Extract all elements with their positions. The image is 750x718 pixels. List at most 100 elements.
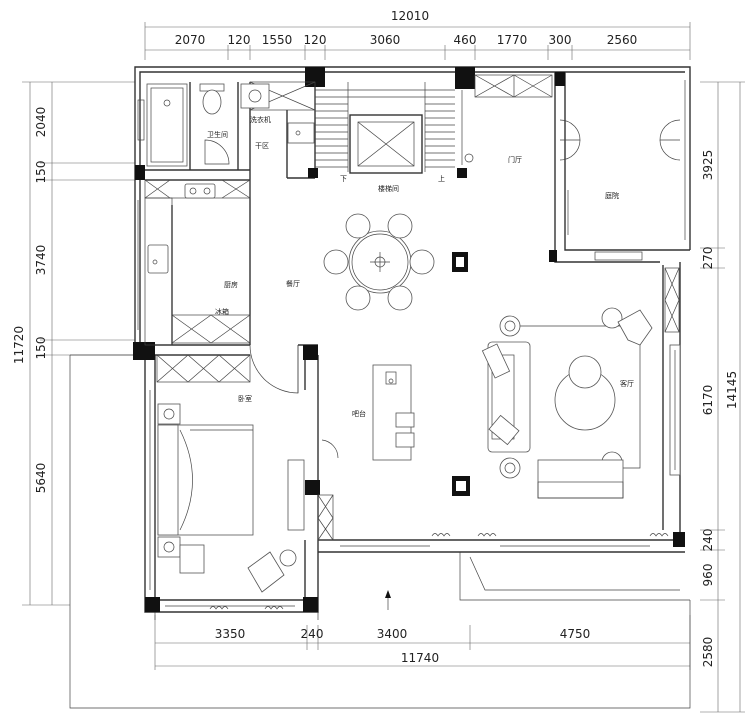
courtyard-door-right: [659, 119, 681, 141]
column: [145, 597, 160, 612]
label-stair-up: 上: [438, 174, 445, 183]
right-dim-3: 6170: [701, 385, 715, 416]
armchair: [617, 309, 653, 346]
column: [303, 597, 318, 612]
left-dim-total: 11720: [12, 326, 26, 364]
coffee-table: [554, 355, 616, 431]
left-dim-2: 150: [34, 161, 48, 184]
columns: [133, 67, 685, 612]
bedroom-door: [249, 344, 299, 394]
right-dimensions: 3925 270 6170 240 960 2580 14145: [701, 150, 739, 668]
cabinet-foyer: [474, 74, 553, 98]
top-dim-5: 3060: [370, 33, 401, 47]
bottom-dim-1: 3350: [215, 627, 246, 641]
dining-chair: [345, 213, 371, 239]
dimension-lines: [22, 22, 745, 713]
column: [305, 480, 320, 495]
dry-zone-basin: [287, 122, 315, 144]
top-dim-2: 120: [228, 33, 251, 47]
label-courtyard: 庭院: [605, 191, 619, 200]
bedroom-east-cabinet: [317, 494, 334, 541]
lounge-chair: [247, 551, 285, 593]
living-side-cabinet: [664, 267, 680, 333]
kitchen-door: [321, 439, 339, 459]
left-dim-3: 3740: [34, 245, 48, 276]
bed: [157, 424, 254, 536]
nightstand: [157, 403, 181, 425]
label-bedroom: 卧室: [238, 394, 252, 403]
washing-machine: [240, 83, 270, 109]
cabinets: [144, 74, 680, 541]
side-table: [279, 549, 297, 567]
right-dim-5: 960: [701, 564, 715, 587]
nightstand: [157, 536, 181, 558]
bottom-dimensions: 3350 240 3400 4750 11740: [215, 627, 591, 665]
bathroom-fixtures: [137, 83, 315, 167]
dining-chair: [409, 249, 435, 275]
bar-stool: [395, 432, 415, 448]
left-dimensions: 2040 150 3740 150 5640 11720: [12, 107, 48, 494]
column: [308, 168, 318, 178]
stair-treads: [315, 82, 455, 172]
label-fridge: 冰箱: [215, 307, 229, 316]
chaise-lounge: [537, 459, 624, 499]
label-living: 客厅: [620, 379, 634, 388]
top-dim-1: 2070: [175, 33, 206, 47]
top-dim-8: 300: [549, 33, 572, 47]
dining-chair: [387, 285, 413, 311]
room-labels: 卫生间 洗衣机 干区 楼梯间 下 上 门厅 庭院 餐厅 厨房 冰箱 客厅 吧台 …: [207, 115, 634, 418]
bar-stool: [395, 412, 415, 428]
bottom-dim-4: 4750: [560, 627, 591, 641]
left-dim-1: 2040: [34, 107, 48, 138]
column: [555, 72, 565, 86]
courtyard-door-left: [559, 119, 581, 141]
bottom-dim-3: 3400: [377, 627, 408, 641]
bedroom-furniture: [157, 403, 305, 593]
bottom-dim-total: 11740: [401, 651, 439, 665]
label-bathroom: 卫生间: [207, 130, 228, 139]
bar-counter: [372, 364, 415, 461]
tv-cabinet: [669, 344, 681, 476]
site-outline: [69, 354, 691, 709]
side-table: [499, 315, 521, 337]
column: [673, 532, 685, 547]
shower-tray: [146, 83, 188, 167]
kitchen-counter-left: [144, 197, 173, 346]
dining-chair: [323, 249, 349, 275]
sofa: [481, 341, 531, 453]
dining-chair: [345, 285, 371, 311]
right-dim-2: 270: [701, 247, 715, 270]
living-furniture: [481, 307, 681, 499]
desk: [179, 544, 205, 574]
stairs: [315, 82, 474, 174]
tv-cabinet-bedroom: [287, 459, 305, 531]
column: [303, 345, 318, 360]
dining-chairs: [323, 213, 435, 311]
top-dim-7: 1770: [497, 33, 528, 47]
label-laundry: 洗衣机: [250, 115, 271, 124]
top-dim-6: 460: [454, 33, 477, 47]
doors: [249, 119, 681, 459]
column: [455, 67, 475, 89]
right-dim-total: 14145: [725, 371, 739, 409]
top-dimensions: 12010 2070 120 1550 120 3060 460 1770 30…: [175, 9, 638, 47]
side-table: [601, 307, 623, 329]
label-stair-down: 下: [340, 175, 347, 183]
right-dim-1: 3925: [701, 150, 715, 181]
right-dim-4: 240: [701, 529, 715, 552]
dining-chair: [387, 213, 413, 239]
top-dim-9: 2560: [607, 33, 638, 47]
kitchen-counter-top: [144, 179, 251, 199]
fridge-cabinet: [171, 314, 251, 344]
column: [133, 342, 155, 360]
bedroom-wardrobe: [156, 354, 251, 383]
windows: [137, 80, 686, 610]
elevator: [349, 114, 423, 174]
side-table: [499, 457, 521, 479]
label-dining: 餐厅: [286, 279, 300, 288]
top-dim-total: 12010: [391, 9, 429, 23]
column: [549, 250, 557, 262]
label-dry-zone: 干区: [255, 142, 269, 150]
walls: [134, 66, 691, 613]
label-foyer: 门厅: [508, 155, 522, 164]
